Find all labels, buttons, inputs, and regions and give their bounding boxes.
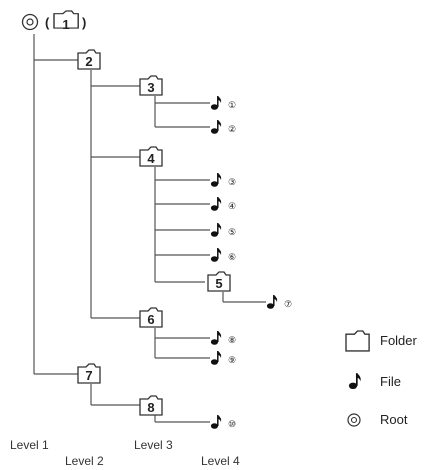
file-6: ⑥: [210, 247, 236, 263]
file-note-icon: [210, 330, 222, 346]
file-note-icon: [210, 350, 222, 366]
file-2: ②: [210, 119, 236, 135]
file-label: ⑤: [228, 227, 236, 237]
legend-file-label: File: [380, 374, 401, 389]
root-folder-label: 1: [62, 17, 69, 32]
file-10: ⑩: [210, 414, 236, 430]
file-note-icon: [210, 222, 222, 238]
folder-6: 6: [139, 307, 163, 328]
folder-3: 3: [139, 75, 163, 96]
file-3: ③: [210, 172, 236, 188]
root-icon: [21, 13, 39, 31]
file-1: ①: [210, 95, 236, 111]
root-close-paren: ): [82, 15, 86, 30]
root-folder: 1: [53, 10, 79, 32]
folder-label: 5: [215, 276, 222, 291]
file-7: ⑦: [266, 294, 292, 310]
folder-label: 2: [85, 54, 92, 69]
file-note-icon: [210, 95, 222, 111]
file-4: ④: [210, 196, 236, 212]
folder-4: 4: [139, 146, 163, 167]
file-note-icon: [266, 294, 278, 310]
root-open-paren: (: [45, 15, 50, 30]
folder-5: 5: [207, 271, 231, 292]
file-label: ③: [228, 177, 236, 187]
folder-label: 4: [147, 151, 155, 166]
folder-8: 8: [139, 395, 163, 416]
legend-root-icon: [347, 413, 361, 427]
file-label: ⑥: [228, 252, 236, 262]
folder-label: 3: [147, 80, 154, 95]
level-2-label: Level 2: [65, 454, 104, 468]
file-note-icon: [210, 247, 222, 263]
level-3-label: Level 3: [134, 438, 173, 452]
file-note-icon: [210, 119, 222, 135]
folder-7: 7: [77, 363, 101, 384]
file-8: ⑧: [210, 330, 236, 346]
folder-label: 6: [147, 312, 154, 327]
folder-label: 7: [85, 368, 92, 383]
legend-root-label: Root: [380, 412, 408, 427]
legend-folder-icon: [345, 330, 370, 352]
file-label: ②: [228, 124, 236, 134]
level-1-label: Level 1: [10, 438, 49, 452]
file-9: ⑨: [210, 350, 236, 366]
file-label: ⑩: [228, 419, 236, 429]
folder-2: 2: [77, 49, 101, 70]
file-label: ①: [228, 100, 236, 110]
legend-file-icon: [348, 372, 362, 390]
file-note-icon: [210, 414, 222, 430]
legend-folder-label: Folder: [380, 333, 418, 348]
file-label: ⑦: [284, 299, 292, 309]
file-label: ④: [228, 201, 236, 211]
file-label: ⑧: [228, 335, 236, 345]
file-label: ⑨: [228, 355, 236, 365]
folder-label: 8: [147, 400, 154, 415]
file-5: ⑤: [210, 222, 236, 238]
file-note-icon: [210, 196, 222, 212]
legend: Folder File Root: [345, 330, 418, 427]
file-note-icon: [210, 172, 222, 188]
tree-connectors: [33, 34, 266, 423]
level-4-label: Level 4: [201, 454, 240, 468]
